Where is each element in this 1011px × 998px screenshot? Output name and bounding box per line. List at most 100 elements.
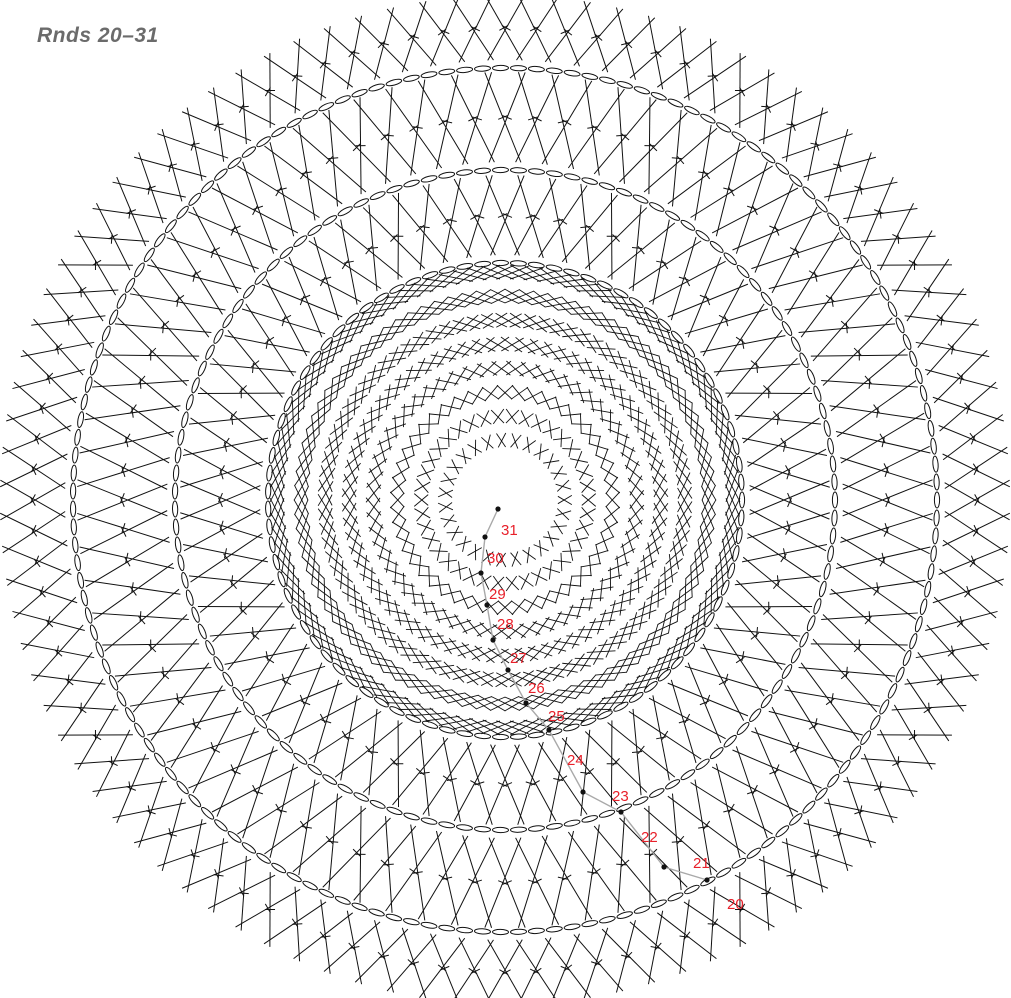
cross-stitch bbox=[429, 414, 449, 416]
stitch-tick bbox=[276, 804, 281, 812]
chain-stitch bbox=[175, 780, 190, 795]
cross-stitch bbox=[561, 584, 581, 586]
stitch-tick bbox=[766, 104, 770, 113]
chain-stitch bbox=[89, 624, 99, 641]
cross-stitch bbox=[390, 507, 406, 520]
cross-stitch bbox=[525, 314, 547, 332]
stitch-tick bbox=[632, 752, 642, 753]
chain-stitch bbox=[268, 447, 276, 464]
chain-stitch bbox=[919, 598, 928, 615]
chain-stitch bbox=[581, 919, 598, 927]
chain-stitch bbox=[368, 83, 385, 93]
stitch-tick bbox=[621, 134, 629, 140]
chain-stitch bbox=[474, 66, 490, 72]
chain-stitch bbox=[887, 301, 899, 318]
round-label: 20 bbox=[727, 896, 744, 913]
chain-stitch bbox=[695, 229, 711, 243]
stitch-band bbox=[77, 72, 933, 928]
stitch-tick bbox=[111, 756, 112, 766]
cross-stitch bbox=[456, 455, 472, 459]
chain-stitch bbox=[774, 824, 790, 838]
stitch-tick bbox=[498, 214, 507, 218]
stitch-tick bbox=[791, 869, 795, 878]
chain-stitch bbox=[299, 619, 312, 635]
cross-stitch bbox=[448, 553, 449, 571]
cross-stitch bbox=[418, 424, 439, 425]
cross-stitch bbox=[575, 658, 604, 659]
cross-stitch bbox=[294, 473, 310, 500]
cross-stitch bbox=[438, 404, 441, 424]
cross-stitch bbox=[511, 435, 522, 447]
cross-stitch bbox=[510, 721, 543, 732]
stitch-tick bbox=[498, 783, 507, 787]
cross-stitch bbox=[700, 500, 716, 527]
chain-stitch bbox=[650, 91, 667, 102]
round-start-dot bbox=[661, 864, 666, 869]
round-start-dot bbox=[704, 877, 709, 882]
stitch-tick bbox=[706, 695, 710, 704]
chain-stitch bbox=[693, 357, 706, 373]
cross-stitch bbox=[481, 410, 489, 426]
cross-stitch bbox=[614, 686, 648, 692]
cross-stitch bbox=[553, 438, 571, 440]
chain-stitch bbox=[200, 806, 215, 821]
cross-stitch bbox=[472, 387, 483, 404]
stitch-tick bbox=[898, 234, 899, 244]
stitch-tick bbox=[214, 875, 224, 876]
dc-stitch bbox=[452, 940, 493, 998]
cross-stitch bbox=[580, 566, 581, 587]
chain-stitch bbox=[894, 666, 905, 683]
stitch-tick bbox=[215, 869, 219, 878]
chain-stitch bbox=[124, 706, 136, 722]
stitch-tick bbox=[892, 234, 901, 238]
chain-stitch bbox=[175, 205, 190, 220]
stitch-tick bbox=[753, 785, 758, 794]
cross-stitch bbox=[345, 532, 364, 549]
cross-stitch bbox=[639, 633, 669, 644]
stitch-tick bbox=[253, 627, 254, 637]
chain-stitch bbox=[172, 483, 178, 499]
cross-stitch bbox=[527, 595, 538, 612]
chain-stitch bbox=[421, 817, 438, 826]
round-start-dot bbox=[495, 506, 500, 511]
stitch-tick bbox=[176, 699, 184, 705]
chain-stitch bbox=[814, 198, 829, 213]
cross-stitch bbox=[638, 336, 649, 366]
cross-stitch bbox=[463, 368, 484, 377]
cross-stitch bbox=[438, 576, 441, 596]
stitch-tick bbox=[809, 724, 817, 729]
cross-stitch bbox=[414, 494, 428, 506]
stitch-tick bbox=[775, 226, 779, 235]
cross-stitch bbox=[472, 595, 483, 612]
stitch-tick bbox=[719, 315, 728, 320]
chain-stitch bbox=[746, 140, 762, 153]
cross-stitch bbox=[321, 340, 353, 354]
chain-stitch bbox=[616, 80, 633, 89]
stitch-tick bbox=[719, 680, 728, 685]
chain-stitch bbox=[173, 519, 179, 535]
cross-stitch bbox=[519, 414, 534, 425]
cross-stitch bbox=[319, 455, 338, 477]
stitch-tick bbox=[757, 627, 758, 637]
chain-stitch bbox=[927, 420, 935, 437]
dc-stitch bbox=[551, 934, 579, 998]
cross-stitch bbox=[438, 490, 453, 497]
stitch-tick bbox=[638, 246, 644, 254]
cross-stitch bbox=[561, 553, 562, 571]
chain-stitch bbox=[438, 821, 455, 829]
cross-stitch bbox=[577, 381, 584, 403]
cross-stitch bbox=[606, 493, 620, 508]
chain-stitch bbox=[351, 902, 368, 912]
chain-stitch bbox=[736, 264, 751, 279]
cross-stitch bbox=[457, 666, 479, 685]
chain-stitch bbox=[279, 740, 294, 754]
chain-stitch bbox=[71, 465, 77, 481]
chain-stitch bbox=[242, 700, 256, 716]
round-start-dot bbox=[580, 789, 585, 794]
chain-stitch bbox=[70, 483, 76, 499]
cross-stitch bbox=[392, 467, 409, 478]
chain-stitch bbox=[492, 929, 508, 934]
chain-stitch bbox=[902, 334, 913, 351]
